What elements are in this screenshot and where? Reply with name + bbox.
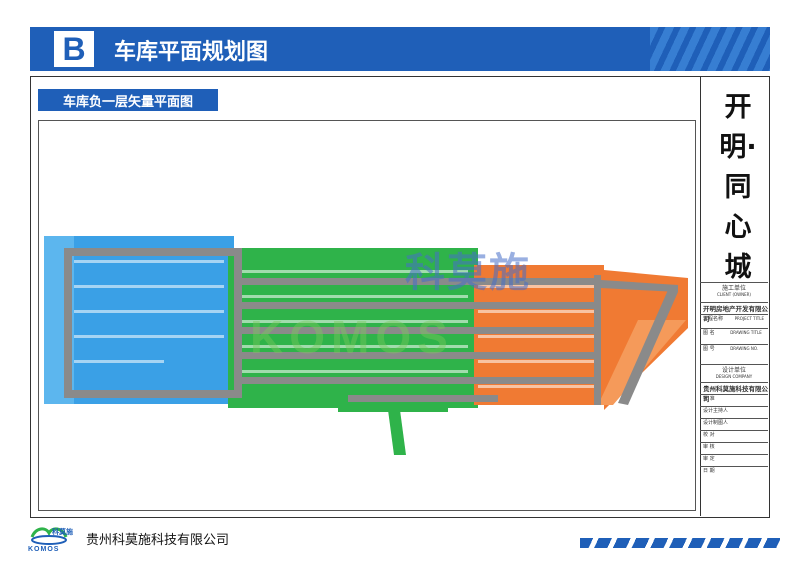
drawing-title-row: 图 名 DRAWING TITLE — [700, 328, 768, 344]
company-logo-text: KOMOS — [28, 546, 60, 553]
design-unit-label-cn: 设计单位 — [721, 367, 746, 374]
project-name: 开明·同心城 — [719, 92, 757, 283]
drawing-no-row: 图 号 DRAWING NO. — [700, 344, 768, 364]
sign-row: 设计主持人 — [700, 406, 768, 418]
drawing-area — [38, 120, 696, 511]
garage-floor-plan — [44, 236, 688, 455]
footer-decoration — [580, 538, 780, 548]
driving-lanes — [64, 248, 678, 405]
project-title-row: 工程名称 PROJECT TITLE — [700, 314, 768, 328]
design-unit-label: 设计单位 DESIGN COMPANY — [700, 364, 768, 382]
sign-row: 审 核 — [700, 442, 768, 454]
sign-row: 日 期 — [700, 466, 768, 516]
construction-unit-label-cn: 施工单位 — [721, 285, 746, 292]
section-badge: B — [54, 31, 94, 67]
project-title-label-en: PROJECT TITLE — [734, 316, 764, 321]
page-title: 车库平面规划图 — [114, 40, 269, 65]
sign-row: 批 准 — [700, 394, 768, 406]
watermark-cn: 科莫施 — [405, 250, 531, 296]
construction-unit-label-en: CLIENT (OWNER) — [717, 292, 751, 297]
sign-row: 校 对 — [700, 430, 768, 442]
drawing-no-label: 图 号 — [703, 346, 715, 352]
drawing-title-label: 图 名 — [703, 330, 715, 336]
drawing-subtitle: 车库负一层矢量平面图 — [38, 89, 218, 111]
construction-unit-label: 施工单位 CLIENT (OWNER) — [700, 282, 768, 302]
footer-company-name: 贵州科莫施科技有限公司 — [86, 533, 230, 548]
sign-row: 设计制图人 — [700, 418, 768, 430]
watermark-en: KOMOS — [250, 311, 454, 363]
construction-unit-value: 开明房地产开发有限公司 — [700, 302, 768, 323]
drawing-title-label-en: DRAWING TITLE — [730, 330, 762, 335]
company-logo-cn: 科莫施 — [52, 528, 73, 536]
company-logo-icon — [30, 527, 68, 545]
banner-decoration — [650, 27, 770, 71]
parking-stall-lines — [74, 260, 598, 388]
title-block — [700, 76, 768, 516]
sign-row: 审 定 — [700, 454, 768, 466]
project-title-label: 工程名称 — [703, 316, 724, 322]
design-unit-label-en: DESIGN COMPANY — [715, 374, 753, 379]
drawing-no-label-en: DRAWING NO. — [730, 346, 759, 351]
header-banner — [30, 27, 770, 71]
design-unit-value: 贵州科莫施科技有限公司 — [700, 382, 768, 403]
